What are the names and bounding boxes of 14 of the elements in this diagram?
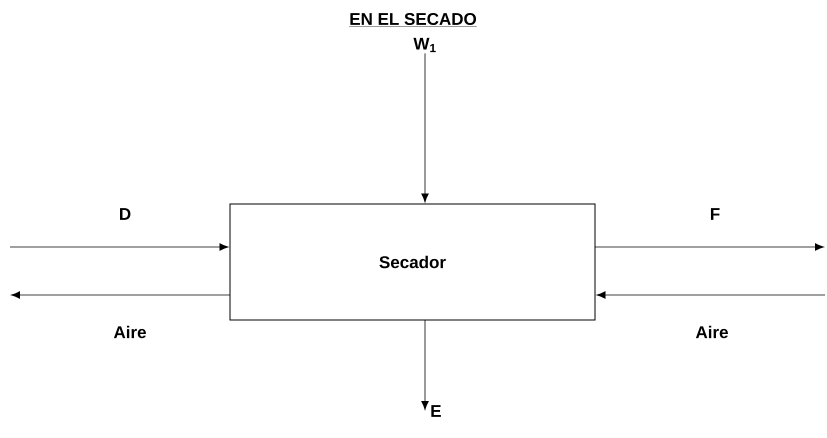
edge-label: D xyxy=(120,208,130,220)
arrow xyxy=(421,52,429,202)
stream-label: W$_{1}$ xyxy=(413,38,436,52)
stream-label: E xyxy=(431,405,441,417)
edge-label: Aire xyxy=(696,326,728,338)
arrow xyxy=(421,320,429,410)
arrow xyxy=(11,291,230,299)
edge-label: F xyxy=(710,208,720,220)
arrow xyxy=(595,243,824,251)
process-box: Secador xyxy=(230,204,596,320)
title: EN EL SECADO xyxy=(349,12,477,27)
arrow xyxy=(10,243,228,251)
edge-label: Aire xyxy=(114,326,146,338)
arrow xyxy=(596,291,826,299)
